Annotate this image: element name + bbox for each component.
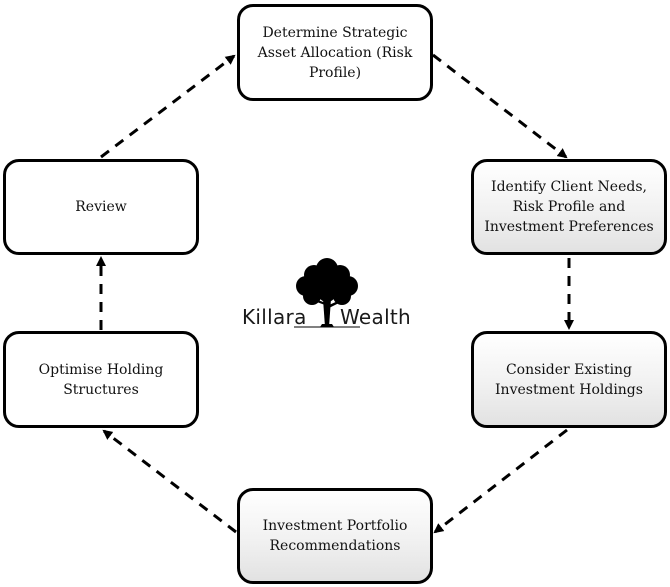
node-label: Consider Existing Investment Holdings: [495, 361, 643, 398]
tree-icon: [294, 258, 360, 328]
arrow-top-to-right-upper: [432, 53, 568, 159]
node-review: Review: [3, 159, 199, 255]
arrow-right-lower-to-bottom: [433, 428, 568, 534]
node-label: Identify Client Needs, Risk Profile and …: [484, 179, 654, 235]
node-optimise-holding-structures: Optimise Holding Structures: [3, 331, 199, 428]
node-investment-portfolio-recommendations: Investment Portfolio Recommendations: [237, 488, 433, 584]
killara-wealth-logo: Killara Wealth: [240, 255, 430, 335]
logo-word-killara: Killara: [242, 305, 307, 329]
node-label: Optimise Holding Structures: [38, 361, 164, 398]
node-label: Investment Portfolio Recommendations: [262, 518, 408, 554]
node-determine-strategic-asset-allocation: Determine Strategic Asset Allocation (Ri…: [237, 4, 433, 101]
logo-word-wealth: Wealth: [340, 305, 412, 329]
arrow-left-upper-to-top: [100, 54, 236, 159]
node-label: Determine Strategic Asset Allocation (Ri…: [257, 24, 413, 81]
node-identify-client-needs: Identify Client Needs, Risk Profile and …: [471, 159, 667, 255]
node-consider-existing-holdings: Consider Existing Investment Holdings: [471, 331, 667, 428]
node-label: Review: [75, 199, 127, 215]
arrow-bottom-to-left-lower: [102, 429, 237, 534]
